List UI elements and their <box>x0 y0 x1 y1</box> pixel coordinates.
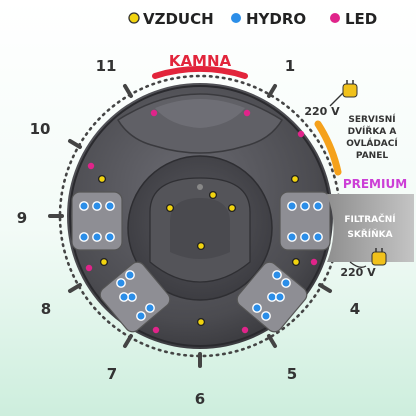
tick-11 <box>123 84 133 98</box>
filter-line-1: FILTRAČNÍ <box>344 213 396 225</box>
jet-block-left <box>71 191 123 251</box>
power-plug-top: 220 V <box>304 80 358 118</box>
filter-box-label: FILTRAČNÍ SKŘÍŇKA <box>344 213 396 240</box>
voltage-label-bottom: 220 V <box>340 266 376 279</box>
plug-icon-bottom <box>371 251 387 266</box>
clock-number-1: 1 <box>285 57 295 75</box>
voltage-label-top: 220 V <box>304 105 340 118</box>
service-panel-line-2: DVÍŘKA A <box>348 125 397 137</box>
premium-label: PREMIUM <box>343 177 407 191</box>
tick-5 <box>267 334 277 348</box>
clock-number-5: 5 <box>287 365 297 383</box>
service-panel-line-1: SERVISNÍ <box>348 113 396 125</box>
power-cable-bottom <box>349 261 367 268</box>
power-cable-top <box>329 91 345 107</box>
service-panel-line-4: PANEL <box>356 151 388 161</box>
legend-vzduch-label: VZDUCH <box>143 10 214 28</box>
clock-number-11: 11 <box>96 57 117 75</box>
filter-line-2: SKŘÍŇKA <box>347 228 392 240</box>
kamna-label: KAMNA <box>169 52 232 70</box>
service-panel-label: SERVISNÍ DVÍŘKA A OVLÁDACÍ PANEL <box>346 113 398 161</box>
led-lights <box>85 109 318 334</box>
clock-number-10: 10 <box>30 120 51 138</box>
legend: VZDUCH HYDRO LED <box>128 10 377 28</box>
service-door-arc <box>314 120 342 176</box>
top-headrest <box>155 99 245 128</box>
footwell-center <box>170 198 230 259</box>
power-plug-bottom: 220 V <box>340 248 387 279</box>
filter-box <box>327 194 414 262</box>
kamna-arc <box>152 65 248 79</box>
legend-led-dot <box>330 13 340 23</box>
clock-number-8: 8 <box>41 300 51 318</box>
air-jets <box>97 174 301 327</box>
legend-hydro-dot <box>231 13 241 23</box>
legend-vzduch-dot <box>128 12 140 24</box>
clock-numbers: 1 4 5 6 7 8 9 10 11 <box>17 57 360 408</box>
tick-4 <box>318 283 332 293</box>
legend-hydro-label: HYDRO <box>246 10 306 28</box>
tick-1 <box>267 84 277 98</box>
tick-8 <box>68 283 82 293</box>
plug-icon-top <box>342 83 358 98</box>
clock-number-9: 9 <box>17 209 27 227</box>
jet-block-bottom-left <box>99 261 171 333</box>
tick-10 <box>68 139 82 149</box>
clock-number-7: 7 <box>107 365 117 383</box>
clock-number-6: 6 <box>195 390 205 408</box>
drain <box>197 184 203 190</box>
jet-block-right <box>279 191 331 251</box>
tick-7 <box>123 334 133 348</box>
jet-block-bottom-right <box>236 261 308 333</box>
legend-led-label: LED <box>345 10 377 28</box>
service-panel-line-3: OVLÁDACÍ <box>346 137 398 149</box>
clock-number-4: 4 <box>350 300 360 318</box>
clock-ticks <box>48 84 332 368</box>
